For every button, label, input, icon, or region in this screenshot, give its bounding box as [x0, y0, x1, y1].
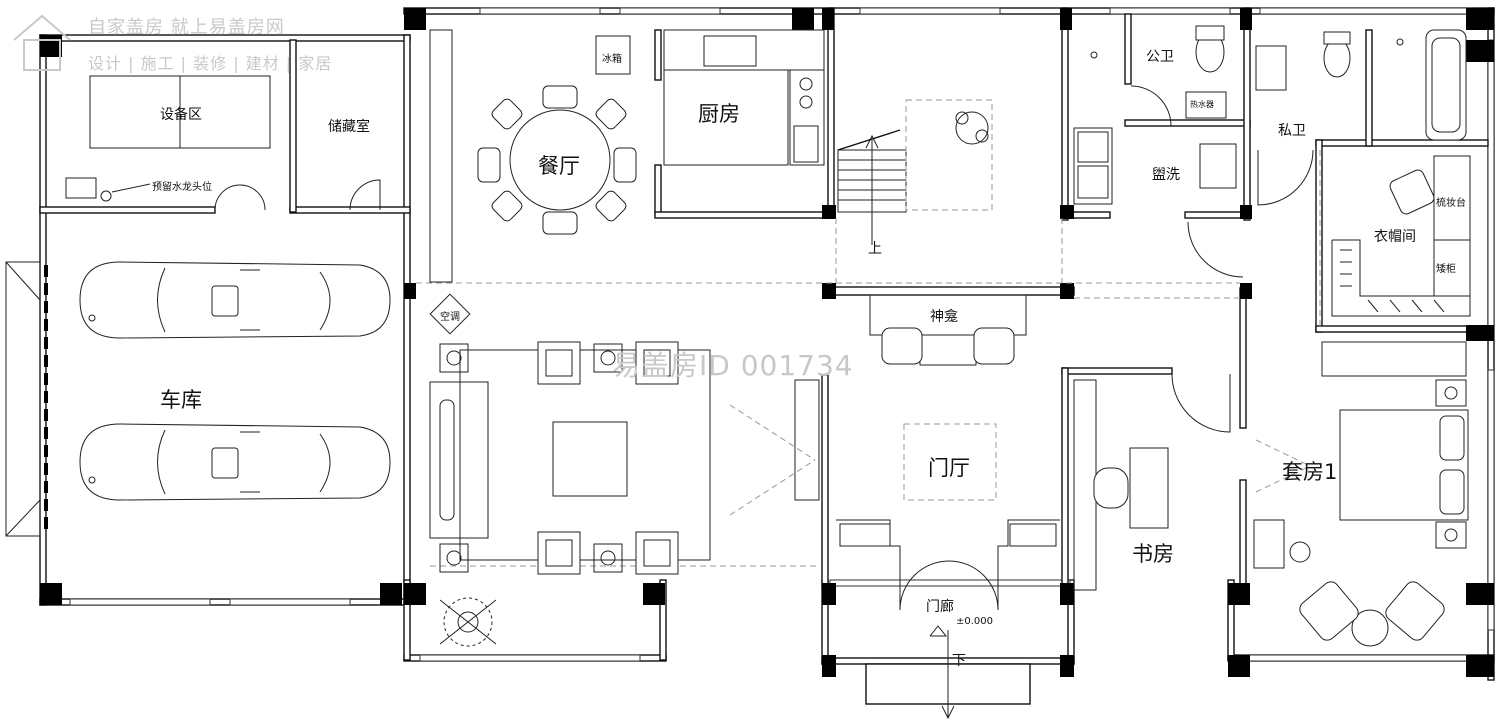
chair-icon	[537, 341, 679, 575]
tree-icon	[439, 597, 497, 647]
logo-icon	[13, 14, 71, 71]
watermark-services: 设计 | 施工 | 装修 | 建材 | 家居	[88, 54, 333, 73]
room-label-storage: 储藏室	[328, 119, 370, 135]
toilet-icon	[1090, 25, 1227, 127]
bathtub-icon	[1255, 29, 1467, 206]
room-label-equipment: 设备区	[160, 107, 202, 123]
room-label-garage: 车库	[160, 388, 202, 412]
vanity-label: 梳妆台	[1436, 198, 1466, 209]
storage-door	[214, 179, 381, 211]
stair-down-mark: 下	[952, 653, 966, 669]
room-label-cloakroom: 衣帽间	[1374, 229, 1416, 245]
car-icon	[79, 423, 391, 501]
room-label-public-wc: 公卫	[1146, 49, 1174, 65]
cloakroom-furniture	[1331, 155, 1471, 317]
bed-icon	[1253, 341, 1469, 647]
water-heater-label: 热水器	[1190, 100, 1214, 109]
sink-icon	[1073, 127, 1244, 278]
dining-table-icon	[429, 29, 637, 283]
living-furniture	[429, 293, 820, 575]
aircon-label: 空调	[440, 312, 460, 323]
stove-icon	[663, 29, 825, 166]
equipment-units	[65, 75, 271, 202]
staircase	[837, 99, 993, 245]
plant-icon	[955, 111, 989, 145]
room-label-porch: 门廊	[926, 599, 954, 615]
shrine-furniture	[869, 294, 1027, 366]
room-label-shrine: 神龛	[930, 309, 958, 325]
faucet-note: 预留水龙头位	[152, 182, 212, 193]
elevation-mark: ±0.000	[956, 616, 994, 627]
study-furniture	[1073, 373, 1231, 591]
room-label-kitchen: 厨房	[698, 102, 740, 126]
lamp-icon	[439, 343, 623, 573]
room-label-washroom: 盥洗	[1152, 167, 1180, 183]
room-label-dining: 餐厅	[538, 154, 580, 178]
columns	[40, 8, 1494, 677]
dashed-lines	[416, 150, 1321, 567]
room-label-suite: 套房1	[1282, 460, 1338, 484]
watermark-plan-id: 易盖房ID 001734	[612, 349, 854, 382]
watermark-brand: 自家盖房 就上易盖房网	[88, 17, 285, 38]
fridge-label: 冰箱	[602, 54, 622, 65]
room-label-foyer: 门厅	[928, 456, 970, 480]
room-label-private-wc: 私卫	[1278, 123, 1306, 139]
wardrobe-label: 矮柜	[1436, 264, 1456, 275]
stair-up-mark: 上	[868, 241, 882, 257]
foyer-furniture	[836, 423, 1060, 720]
car-icon	[79, 261, 391, 339]
garage-door	[5, 261, 48, 537]
room-label-study: 书房	[1132, 542, 1174, 566]
